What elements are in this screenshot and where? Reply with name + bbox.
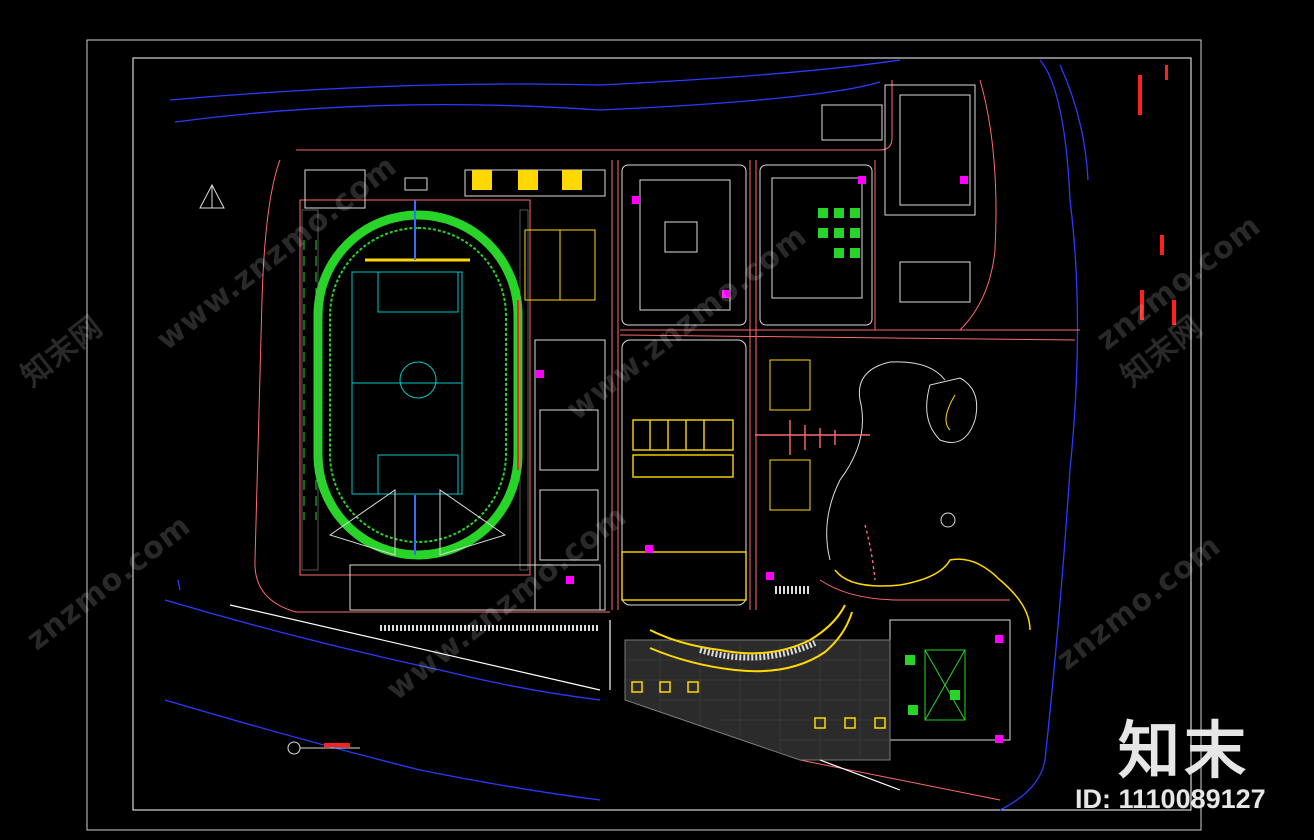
boundary-lines: [164, 59, 1089, 811]
center-circle: [399, 361, 437, 399]
service-road: [229, 604, 901, 791]
magenta-markers: [536, 176, 1003, 743]
classroom-block-a: [621, 164, 747, 326]
entrance-building: [889, 619, 1011, 741]
penalty-box-bottom: [377, 454, 459, 495]
track-lanes: [329, 227, 507, 543]
scale-bar: [287, 741, 360, 755]
right-annotation-bars: [1138, 65, 1176, 325]
brand-logo-text: 知末: [1118, 714, 1251, 787]
teaching-complex: [621, 339, 747, 606]
outer-frame: [86, 39, 1202, 831]
parking-rows: [621, 419, 747, 601]
plaza-tree-pits: [631, 681, 886, 729]
sports-ground: [299, 199, 531, 576]
west-seating: [303, 240, 317, 520]
penalty-box-top: [377, 271, 459, 313]
north-east-hall: [899, 261, 971, 303]
grandstand-hatching: [301, 209, 529, 571]
yellow-markers-top: [472, 170, 582, 190]
south-wing: [349, 564, 601, 611]
asset-id-label: ID: 1110089127: [1075, 784, 1266, 814]
road-network: [254, 79, 1080, 801]
north-arrow: [199, 183, 225, 209]
running-track: [313, 210, 523, 560]
red-sculpture-path: [755, 420, 876, 581]
entrance-plaza: [624, 604, 891, 761]
green-markers: [818, 208, 960, 715]
classroom-block-b: [759, 164, 873, 326]
entrance-hall-grid: [924, 649, 966, 721]
south-parking-stripes: [380, 586, 810, 631]
garden-landscape: [826, 361, 1031, 631]
dormitory-block: [884, 84, 976, 216]
inner-frame: [132, 57, 1192, 811]
